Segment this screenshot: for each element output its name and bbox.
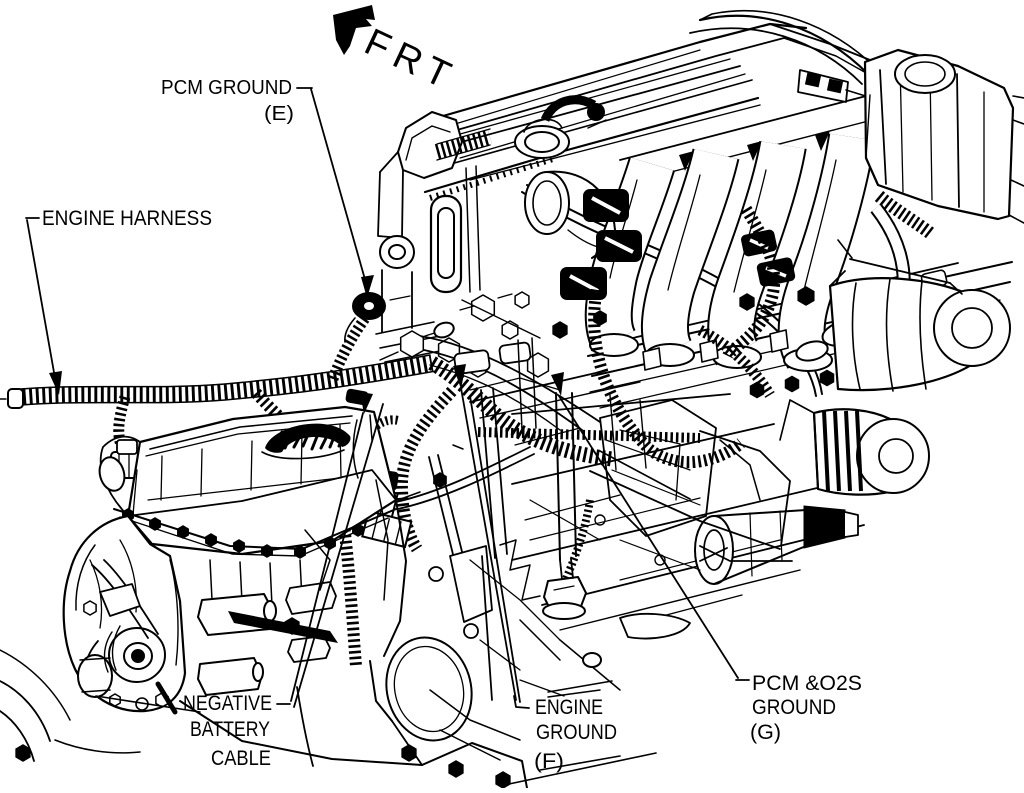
svg-text:GROUND: GROUND: [752, 696, 836, 719]
svg-text:(F): (F): [534, 750, 564, 773]
svg-text:NEGATIVE: NEGATIVE: [183, 692, 272, 715]
svg-text:BATTERY: BATTERY: [190, 718, 270, 741]
svg-text:(E): (E): [264, 103, 294, 125]
svg-text:PCM GROUND: PCM GROUND: [161, 77, 292, 99]
svg-text:PCM &O2S: PCM &O2S: [752, 672, 862, 695]
svg-text:ENGINE HARNESS: ENGINE HARNESS: [42, 207, 212, 230]
svg-text:(G): (G): [750, 721, 781, 744]
svg-text:ENGINE: ENGINE: [535, 696, 603, 719]
svg-text:CABLE: CABLE: [211, 747, 271, 770]
svg-text:GROUND: GROUND: [536, 721, 617, 744]
